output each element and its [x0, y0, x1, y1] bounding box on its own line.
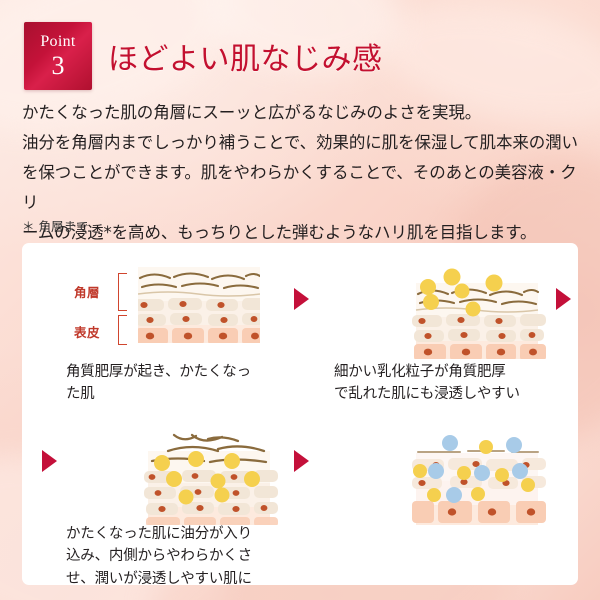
moisture-particles	[428, 435, 528, 503]
label-stratum-corneum: 角層	[74, 285, 101, 300]
panel-2-figure	[334, 253, 560, 361]
body-line-4: ームの浸透*を高め、もっちりとした弾むようなハリ肌を目指します。	[22, 223, 537, 243]
panel-1-caption-line-2: た肌	[66, 386, 95, 403]
skin-cross-section-4	[406, 429, 546, 525]
panel-3-caption-line-1: かたくなった肌に油分が入り	[66, 526, 252, 542]
arrow-panel1-to-panel2	[294, 288, 309, 310]
bracket-epidermis	[118, 315, 127, 345]
panel-1-caption-line-1: 角質肥厚が起き、かたくなっ	[66, 364, 251, 380]
body-line-3: を保つことができます。肌をやわらかくすることで、そのあとの美容液・クリ	[22, 163, 577, 213]
body-line-2: 油分を角層内までしっかり補うことで、効果的に肌を保湿して肌本来の潤い	[22, 133, 578, 153]
label-epidermis: 表皮	[74, 325, 101, 340]
diagram-card: 角層 表皮	[22, 243, 578, 587]
bracket-stratum-corneum	[118, 273, 127, 311]
panel-1: 角層 表皮	[66, 253, 298, 406]
header: Point 3 ほどよい肌なじみ感	[24, 22, 383, 90]
panel-3: かたくなった肌に油分が入り 込み、内側からやわらかくさ せ、潤いが浸透しやすい肌…	[66, 415, 298, 590]
skin-cross-section-1	[138, 267, 260, 343]
emulsion-particles	[420, 268, 503, 317]
page-title: ほどよい肌なじみ感	[108, 42, 383, 77]
panel-2-caption-line-1: 細かい乳化粒子が角質肥厚	[334, 364, 506, 380]
oil-particles	[154, 451, 260, 505]
panel-3-caption-line-3: せ、潤いが浸透しやすい肌に	[66, 570, 252, 587]
oil-particles	[413, 440, 535, 502]
skin-svg	[412, 268, 546, 361]
panel-2: 細かい乳化粒子が角質肥厚 で乱れた肌にも浸透しやすい	[334, 253, 566, 406]
panel-2-caption-line-2: で乱れた肌にも浸透しやすい	[334, 386, 520, 403]
arrow-panel3-to-panel4	[294, 450, 309, 472]
skin-cross-section-3	[138, 429, 278, 527]
arrow-panel2-to-panel3	[556, 288, 571, 310]
skin-cross-section-2	[406, 267, 546, 361]
panel-3-caption: かたくなった肌に油分が入り 込み、内側からやわらかくさ せ、潤いが浸透しやすい肌…	[66, 523, 298, 590]
panel-4	[334, 415, 560, 525]
footnote: ＊ 角層まで	[22, 219, 89, 234]
skin-svg	[138, 267, 260, 343]
point-badge-label: Point	[40, 32, 76, 50]
body-copy: かたくなった肌の角層にスーッと広がるなじみのよさを実現。 油分を角層内までしっか…	[22, 98, 584, 248]
panel-3-figure	[66, 415, 292, 527]
skin-svg	[412, 435, 546, 525]
panel-3-caption-line-2: 込み、内側からやわらかくさ	[66, 548, 252, 565]
panel-4-figure	[334, 415, 560, 525]
arrow-row2-start	[42, 450, 57, 472]
body-line-1: かたくなった肌の角層にスーッと広がるなじみのよさを実現。	[22, 103, 482, 122]
panel-2-caption: 細かい乳化粒子が角質肥厚 で乱れた肌にも浸透しやすい	[334, 361, 566, 406]
point-badge: Point 3	[24, 22, 92, 90]
panel-1-caption: 角質肥厚が起き、かたくなっ た肌	[66, 361, 298, 406]
point-badge-number: 3	[51, 50, 65, 80]
layer-labels: 角層 表皮	[66, 267, 136, 345]
smooth-surface	[417, 450, 539, 453]
skin-svg	[144, 433, 278, 527]
panel-1-figure: 角層 表皮	[66, 253, 292, 355]
